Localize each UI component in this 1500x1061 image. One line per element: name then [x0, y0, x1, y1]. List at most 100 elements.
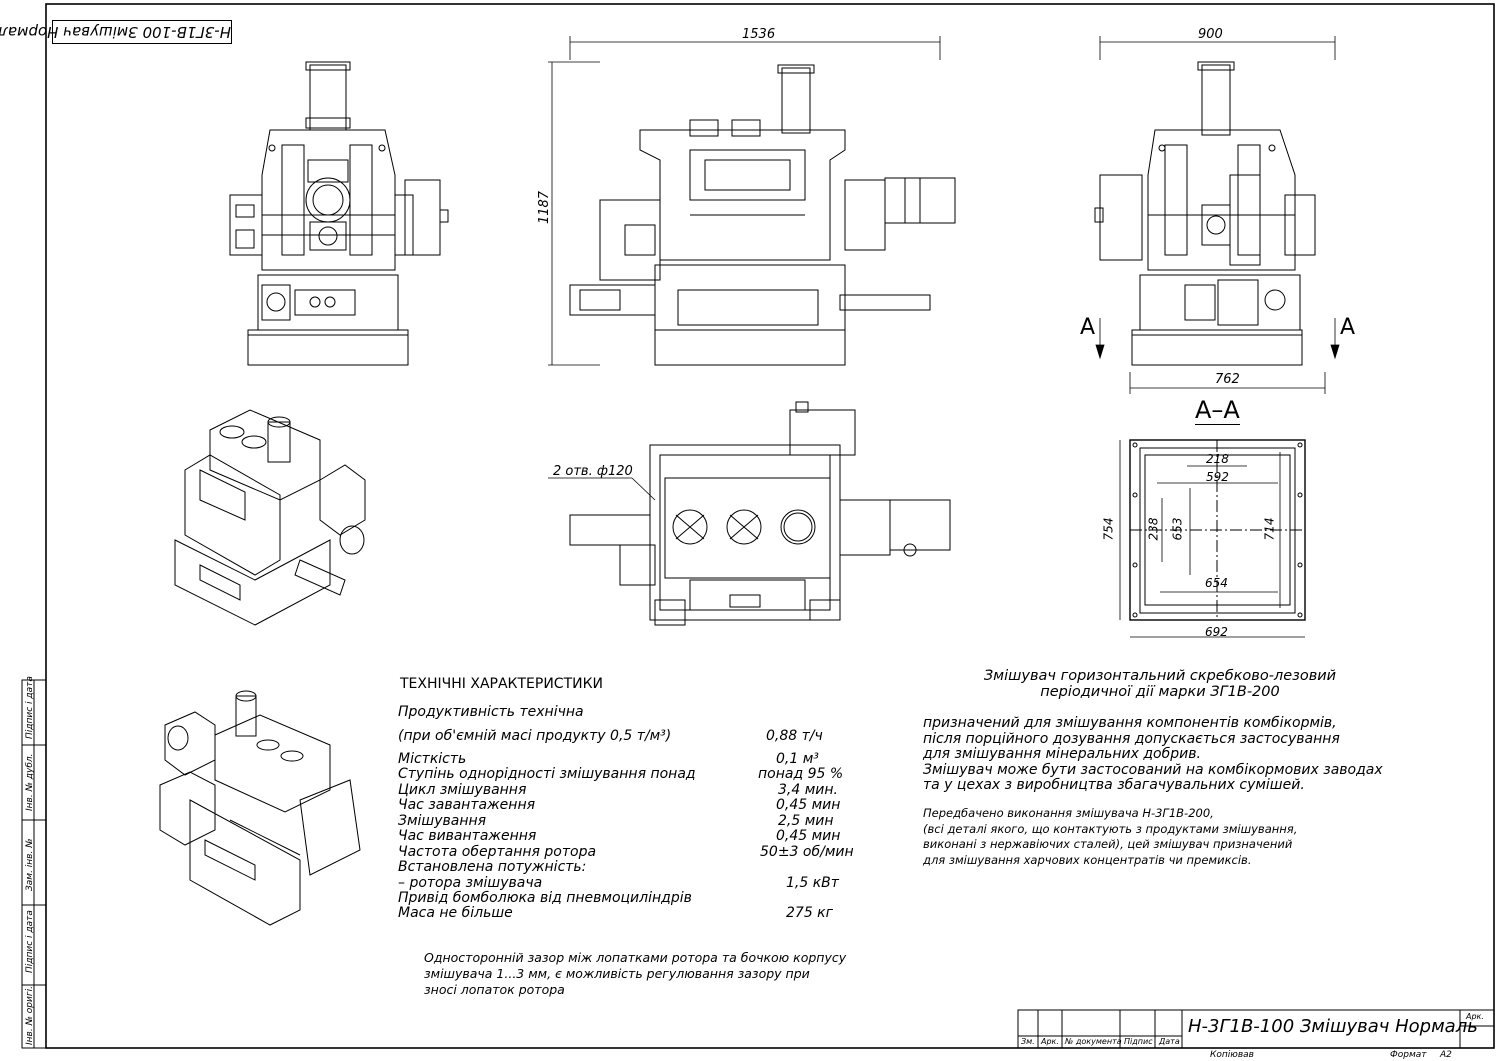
spec-label: Частота обертання ротора [398, 844, 597, 860]
desc-line: для змішування харчових концентратів чи … [923, 852, 1252, 867]
iso-view-top [174, 409, 366, 626]
top-view-center [569, 401, 951, 626]
spec-row: Продуктивність технічна [398, 704, 858, 721]
spec-label: – ротора змішувача [398, 875, 543, 891]
spec-row: Змішування 2,5 мин [398, 813, 858, 830]
hole-callout: 2 отв. ф120 [553, 464, 633, 479]
tech-heading: ТЕХНІЧНІ ХАРАКТЕРИСТИКИ [400, 676, 603, 692]
desc-line: після порційного дозування допускається … [923, 730, 1340, 747]
spec-label: Час вивантаження [398, 828, 537, 844]
dim-side-base: 762 [1215, 372, 1240, 387]
spec-label: (при об'ємній масі продукту 0,5 т/м³) [398, 728, 672, 744]
note-line: змішувача 1...3 мм, є можливість регулюв… [424, 966, 810, 981]
iso-view-bottom [159, 690, 361, 926]
dim-654: 654 [1205, 576, 1228, 590]
desc-line: призначений для змішування компонентів к… [923, 715, 1337, 731]
spec-row: Цикл змішування 3,4 мин. [398, 782, 858, 799]
description-para2: Передбачено виконання змішувача Н-3Г1В-2… [923, 806, 1297, 868]
description-para1: призначений для змішування компонентів к… [923, 715, 1383, 794]
dim-754: 754 [1101, 517, 1116, 541]
spec-label: Змішування [398, 813, 487, 829]
tech-spec-table: Продуктивність технічна (при об'ємній ма… [398, 704, 858, 925]
machine-title: Змішувач горизонтальний скребково-лезови… [965, 668, 1355, 700]
spec-row: (при об'ємній масі продукту 0,5 т/м³) 0,8… [398, 728, 858, 745]
spec-row: Частота обертання ротора 50±3 об/мин [398, 844, 858, 861]
spec-row: Місткість 0,1 м³ [398, 751, 858, 768]
title-block-frame [1017, 1009, 1495, 1049]
note-line: зносі лопаток ротора [424, 982, 565, 997]
desc-line: Передбачено виконання змішувача Н-3Г1В-2… [923, 806, 1214, 820]
front-view-left [229, 61, 449, 366]
dim-side-width: 900 [1198, 27, 1223, 42]
spec-value: 0,45 мин [776, 828, 841, 844]
spec-label: Час завантаження [398, 797, 536, 813]
mirrored-stamp: Н-3Г1В-100 Змішувач Нормаль [0, 20, 232, 44]
spec-value: 0,88 т/ч [766, 728, 823, 744]
title-sheet-label: Арк. [1466, 1012, 1484, 1021]
section-aa [1129, 439, 1306, 621]
spec-row: Час вивантаження 0,45 мин [398, 828, 858, 845]
desc-line: виконані з нержавіючих сталей), цей зміш… [923, 837, 1293, 851]
desc-line: та у цехах з виробництва збагачувальних … [923, 777, 1305, 793]
spec-label: Місткість [398, 751, 467, 767]
spec-label: Цикл змішування [398, 782, 527, 798]
tech-note: Односторонній зазор між лопатками ротора… [400, 950, 846, 998]
side-strip-frame [21, 679, 47, 1049]
spec-value: 2,5 мин [778, 813, 834, 829]
spec-label: Ступінь однорідності змішування понад [398, 766, 696, 782]
strip-label-1: Підпис і дата [25, 676, 35, 739]
spec-row: – ротора змішувача 1,5 кВт [398, 875, 858, 892]
side-view-right [1094, 61, 1316, 366]
spec-row: Встановлена потужність: [398, 859, 858, 876]
title-col-ark: Арк. [1041, 1037, 1059, 1046]
spec-value: 0,1 м³ [776, 751, 819, 767]
spec-value: 3,4 мин. [778, 782, 838, 798]
cut-mark-right: А [1340, 315, 1356, 340]
spec-label: Встановлена потужність: [398, 859, 587, 875]
note-line: Односторонній зазор між лопатками ротора… [424, 950, 847, 965]
spec-value: 275 кг [786, 905, 833, 921]
desc-line: (всі деталі якого, що контактують з прод… [923, 821, 1298, 836]
machine-title-line2: періодичної дії марки ЗГ1В-200 [1040, 684, 1280, 700]
copied-label: Копіював [1210, 1050, 1254, 1060]
spec-value: 1,5 кВт [786, 875, 839, 891]
spec-row: Маса не більше 275 кг [398, 905, 858, 922]
title-col-date: Дата [1159, 1037, 1180, 1046]
sheet-frame [45, 3, 1495, 1049]
spec-value: 50±3 об/мин [760, 844, 854, 860]
section-label: А–А [1195, 396, 1240, 425]
dimension-lines [548, 36, 1340, 638]
spec-value: 0,45 мин [776, 797, 841, 813]
dim-692: 692 [1205, 625, 1228, 639]
spec-label: Маса не більше [398, 905, 513, 921]
front-view-center [569, 64, 956, 366]
dim-front-width: 1536 [742, 27, 776, 42]
title-col-doc: № документа [1065, 1037, 1122, 1046]
strip-label-5: Інв. № оригі. [25, 986, 35, 1045]
spec-label: Продуктивність технічна [398, 704, 584, 720]
spec-label: Привід бомболюка від пневмоциліндрів [398, 890, 692, 906]
spec-row: Час завантаження 0,45 мин [398, 797, 858, 814]
desc-line: для змішування мінеральних добрив. [923, 746, 1201, 762]
title-col-sign: Підпис [1124, 1037, 1153, 1046]
spec-value: понад 95 % [758, 766, 844, 782]
format-value: А2 [1440, 1050, 1452, 1060]
dim-592: 592 [1206, 470, 1229, 484]
format-label: Формат [1390, 1050, 1427, 1060]
strip-label-2: Інв. № дубл. [25, 753, 35, 812]
dim-714: 714 [1262, 517, 1277, 541]
spec-row: Ступінь однорідності змішування понад пон… [398, 766, 858, 783]
strip-label-3: Зам. інв. № [25, 838, 35, 891]
machine-title-line1: Змішувач горизонтальний скребково-лезови… [983, 668, 1337, 684]
cut-mark-left: А [1080, 315, 1096, 340]
desc-line: Змішувач може бути застосований на комбі… [923, 761, 1383, 778]
dim-653: 653 [1170, 517, 1185, 541]
strip-label-4: Підпис і дата [25, 910, 35, 973]
spec-row: Привід бомболюка від пневмоциліндрів [398, 890, 858, 907]
dim-218: 218 [1206, 452, 1229, 466]
dim-front-height: 1187 [537, 190, 553, 225]
title-col-zm: Зм. [1021, 1037, 1035, 1046]
title-designation: Н-3Г1В-100 Змішувач Нормаль [1188, 1016, 1478, 1037]
dim-238: 238 [1146, 517, 1161, 541]
